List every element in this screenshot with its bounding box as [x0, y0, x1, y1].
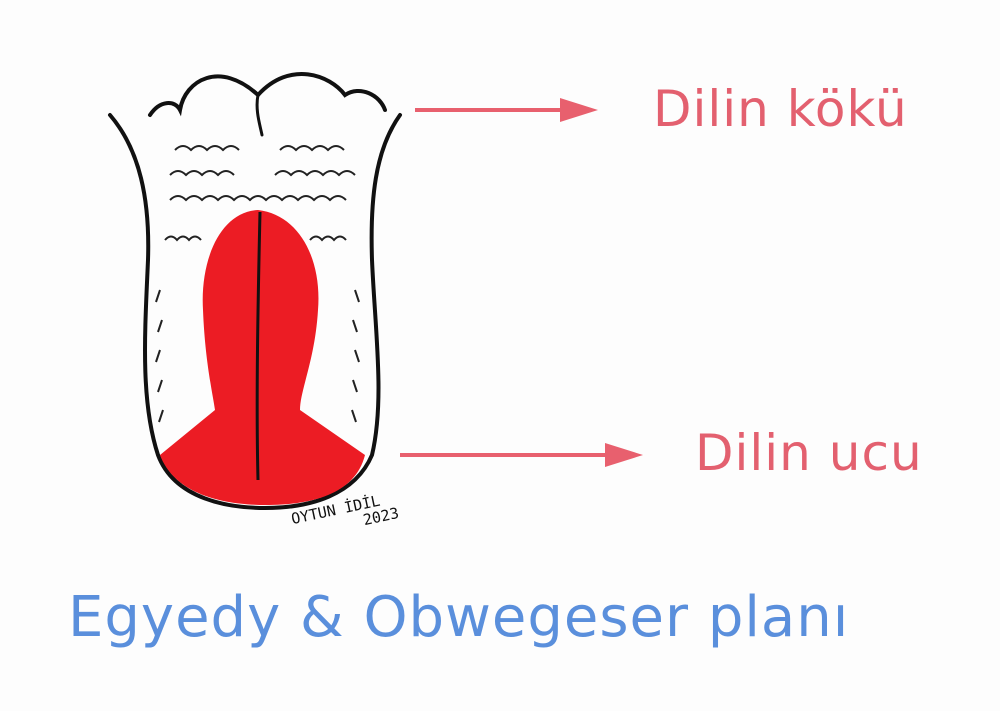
- diagram-title: Egyedy & Obwegeser planı: [68, 585, 850, 650]
- papillae-texture: [155, 145, 360, 423]
- midline: [255, 211, 262, 481]
- tongue-outline: [108, 72, 402, 511]
- arrow-tip: [400, 443, 643, 467]
- label-tip: Dilin ucu: [695, 424, 923, 482]
- arrow-root: [415, 98, 598, 122]
- label-root: Dilin kökü: [653, 80, 908, 138]
- highlighted-region: [160, 210, 365, 505]
